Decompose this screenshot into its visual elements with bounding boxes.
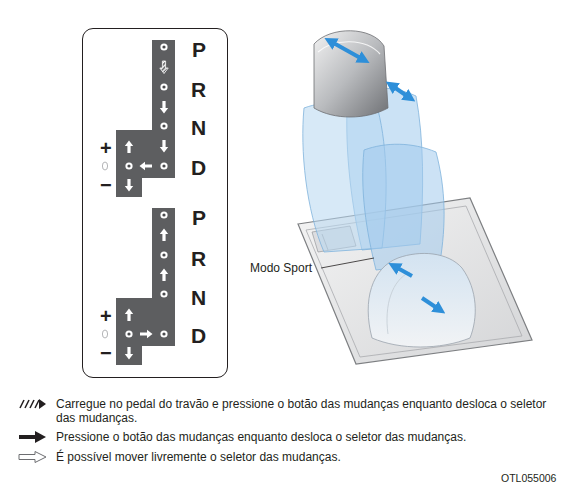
legend-row: Pressione o botão das mudanças enquanto … [18, 430, 558, 444]
legend-symbol [18, 451, 48, 463]
gear-letter: R [191, 248, 206, 269]
gate-pattern [102, 40, 175, 197]
legend-symbol [18, 431, 48, 443]
gear-letter: − [100, 175, 112, 195]
gear-letter: P [192, 39, 206, 60]
gear-letter: D [191, 325, 206, 346]
legend-text: Carregue no pedal do travão e pressione … [56, 397, 556, 425]
gear-letter: P [192, 207, 206, 228]
figure-code: OTL055006 [501, 472, 556, 485]
legend-row: Carregue no pedal do travão e pressione … [18, 397, 558, 425]
gear-letter: − [100, 343, 112, 363]
gear-letter: N [191, 287, 206, 308]
gear-letter: R [191, 79, 206, 100]
legend-row: É possível mover livremente o seletor da… [18, 450, 558, 464]
shifter-illustration [298, 31, 532, 364]
gear-letter: + [100, 306, 112, 326]
legend-text: É possível mover livremente o seletor da… [56, 450, 556, 464]
legend-text: Pressione o botão das mudanças enquanto … [56, 430, 556, 444]
gear-letter: + [100, 138, 112, 158]
gate-pattern [102, 208, 175, 365]
legend-symbol [18, 398, 48, 410]
gear-letter: N [191, 117, 206, 138]
gear-letter: D [191, 157, 206, 178]
gate-panel: PRND+−PRND+− [82, 28, 228, 378]
callout-label: Modo Sport [250, 261, 312, 275]
